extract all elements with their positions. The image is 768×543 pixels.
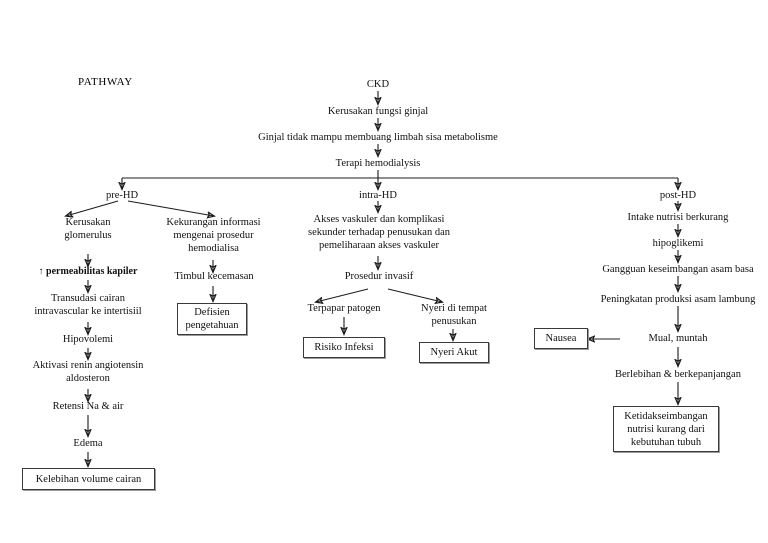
node-prosedur-invasif: Prosedur invasif bbox=[344, 271, 414, 282]
node-branch-intra-hd: intra-HD bbox=[359, 190, 397, 201]
outcome-nyeri-akut: Nyeri Akut bbox=[419, 342, 489, 363]
node-mual-muntah: Mual, muntah bbox=[648, 333, 708, 344]
node-branch-post-hd: post-HD bbox=[659, 190, 697, 201]
node-hipovolemi: Hipovolemi bbox=[62, 334, 114, 345]
node-kerusakan-fungsi-ginjal: Kerusakan fungsi ginjal bbox=[327, 106, 429, 117]
node-nyeri-di-tempat-penusukan: Nyeri di tempat penusukan bbox=[421, 303, 487, 327]
node-ckd: CKD bbox=[366, 79, 390, 90]
outcome-kelebihan-volume-cairan: Kelebihan volume cairan bbox=[22, 468, 155, 490]
node-permeabilitas-kapiler: ↑ permeabilitas kapiler bbox=[38, 266, 138, 277]
node-intake-nutrisi-berkurang: Intake nutrisi berkurang bbox=[627, 212, 729, 223]
node-kekurangan-informasi: Kekurangan informasi mengenai prosedur h… bbox=[166, 217, 261, 254]
node-kerusakan-glomerulus: Kerusakan glomerulus bbox=[64, 217, 112, 241]
node-branch-pre-hd: pre-HD bbox=[105, 190, 139, 201]
outcome-risiko-infeksi: Risiko Infeksi bbox=[303, 337, 385, 358]
node-terpapar-patogen: Terpapar patogen bbox=[307, 303, 381, 314]
node-terapi-hemodialysis: Terapi hemodialysis bbox=[335, 158, 421, 169]
node-transudasi-cairan: Transudasi cairan intravascular ke inter… bbox=[34, 293, 142, 317]
node-ginjal-tidak-mampu: Ginjal tidak mampu membuang limbah sisa … bbox=[258, 132, 498, 143]
node-hipoglikemi: hipoglikemi bbox=[652, 238, 704, 249]
outcome-nausea: Nausea bbox=[534, 328, 588, 349]
node-edema: Edema bbox=[73, 438, 103, 449]
page-title: PATHWAY bbox=[78, 76, 133, 88]
outcome-ketidakseimbangan-nutrisi: Ketidakseimbangan nutrisi kurang dari ke… bbox=[613, 406, 719, 452]
node-retensi-na-air: Retensi Na & air bbox=[52, 401, 124, 412]
node-akses-vaskuler: Akses vaskuler dan komplikasi sekunder t… bbox=[308, 214, 450, 251]
node-timbul-kecemasan: Timbul kecemasan bbox=[174, 271, 254, 282]
node-peningkatan-produksi-asam: Peningkatan produksi asam lambung bbox=[600, 294, 756, 305]
node-berlebihan-berkepanjangan: Berlebihan & berkepanjangan bbox=[615, 369, 741, 380]
node-aktivasi-renin: Aktivasi renin angiotensin aldosteron bbox=[32, 360, 144, 384]
outcome-defisien-pengetahuan: Defisien pengetahuan bbox=[177, 303, 247, 335]
node-gangguan-keseimbangan: Gangguan keseimbangan asam basa bbox=[602, 264, 754, 275]
